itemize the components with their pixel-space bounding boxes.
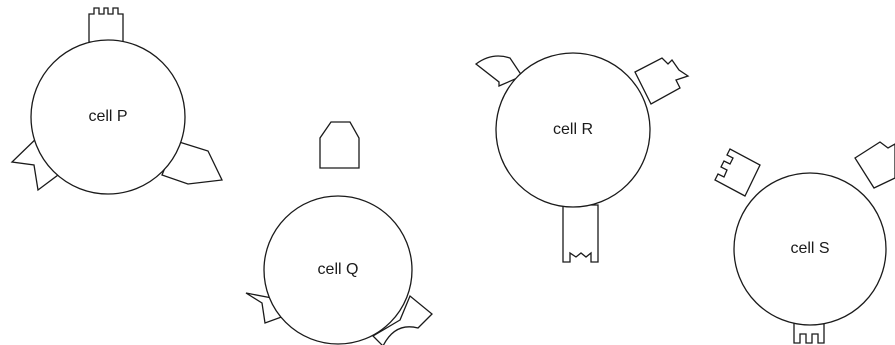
cell-p-label: cell P xyxy=(88,108,127,125)
cell-q-cup-receptor xyxy=(371,294,433,345)
cell-r-m-notch-receptor xyxy=(562,204,599,263)
cell-r-label: cell R xyxy=(553,121,593,138)
cell-p-membrane xyxy=(30,39,186,195)
cell-q-membrane xyxy=(263,195,413,345)
cell-q-arrow-tip-receptor xyxy=(319,121,360,169)
cell-r-membrane xyxy=(495,52,651,208)
cell-s-label: cell S xyxy=(790,240,829,257)
cell-r: cell R xyxy=(474,52,690,263)
cell-p: cell P xyxy=(10,7,223,195)
cell-r-cup-receptor xyxy=(474,55,523,87)
cell-s: cell S xyxy=(714,141,895,344)
cell-s-membrane xyxy=(733,172,887,326)
cell-p-square-notched-receptor xyxy=(88,7,124,43)
cell-q: cell Q xyxy=(245,121,433,345)
cell-r-zigzag-receptor xyxy=(634,57,690,105)
cell-q-label: cell Q xyxy=(318,261,359,278)
cell-s-square-notched-receptor xyxy=(714,148,761,197)
cell-s-zigzag-receptor xyxy=(854,141,895,189)
